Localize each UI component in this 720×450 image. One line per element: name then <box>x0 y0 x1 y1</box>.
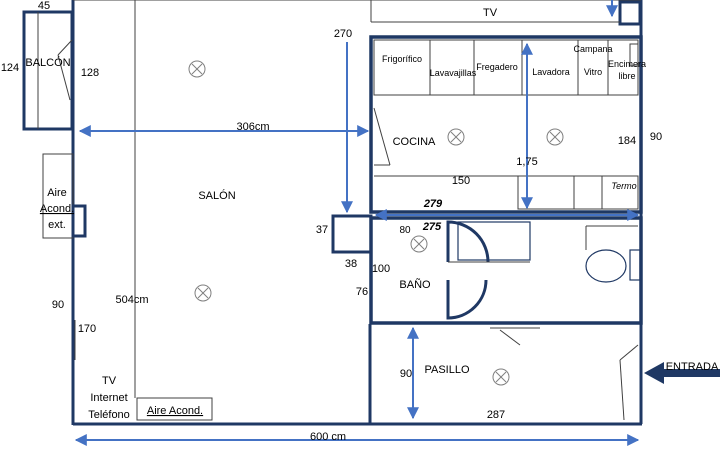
tv-internet-line2: Internet <box>90 392 127 404</box>
bath-door-top <box>446 220 490 263</box>
dim-170: 170 <box>78 323 96 335</box>
room-bano: BAÑO <box>399 278 431 291</box>
aire-acond-label: Aire Acond. <box>147 405 203 417</box>
dim-90-right: 90 <box>650 131 662 143</box>
lamp-icon-pasillo <box>492 368 510 386</box>
kitchen-encimera-line1: Encimera <box>608 59 646 69</box>
dim-45: 45 <box>38 0 50 12</box>
dim-279: 279 <box>423 198 443 210</box>
room-balcon: BALCÓN <box>25 56 70 69</box>
shower-tray <box>457 221 531 261</box>
room-cocina: COCINA <box>393 136 436 148</box>
bathroom-wall <box>369 216 643 325</box>
kitchen-door-leaf <box>373 107 391 166</box>
aire-ext-unit <box>42 153 74 239</box>
shaft-box <box>331 214 373 254</box>
dim-37: 37 <box>316 224 328 236</box>
lamp-icon-cocina-2 <box>546 128 564 146</box>
bath-door-bottom <box>446 279 488 320</box>
aire-ext-line1: Aire <box>47 187 67 199</box>
dim-287: 287 <box>487 409 505 421</box>
dim-270: 270 <box>334 28 352 40</box>
room-salon: SALÓN <box>198 189 235 202</box>
kitchen-lavavajillas: Lavavajillas <box>430 68 477 78</box>
dim-76: 76 <box>356 286 368 298</box>
lamp-icon-salon <box>194 284 212 302</box>
tv-top-label: TV <box>483 7 498 19</box>
counter-box-2 <box>573 175 603 210</box>
room-pasillo: PASILLO <box>424 364 469 376</box>
dim-80: 80 <box>399 225 411 236</box>
tv-top-box <box>618 0 642 26</box>
frigorifico-box <box>373 39 431 96</box>
dim-150: 150 <box>452 175 470 187</box>
dim-90-pasillo: 90 <box>400 368 412 380</box>
dim-100: 100 <box>372 263 390 275</box>
dim-124: 124 <box>1 62 19 74</box>
dim-184: 184 <box>618 135 636 147</box>
tv-internet-line1: TV <box>102 375 117 387</box>
lamp-icon-cocina-1 <box>447 128 465 146</box>
balcony-door-swing <box>57 39 73 56</box>
toilet-bowl <box>585 249 627 283</box>
dim-600: 600 cm <box>310 431 346 443</box>
aire-ext-line2: Acond. <box>40 203 74 215</box>
dim-175: 1,75 <box>516 156 537 168</box>
kitchen-vitro: Vitro <box>584 67 602 77</box>
kitchen-campana: Campana <box>573 44 612 54</box>
tv-internet-line3: Teléfono <box>88 409 130 421</box>
dim-306: 306cm <box>236 121 269 133</box>
entry-door-side <box>619 359 625 421</box>
aire-acond-unit <box>136 397 213 421</box>
lamp-icon-balcon <box>188 60 206 78</box>
campana-marker <box>629 43 639 67</box>
balcony-wall <box>22 10 74 131</box>
kitchen-encimera-line2: libre <box>618 71 635 81</box>
room-entrada: ENTRADA <box>666 361 719 373</box>
kitchen-termo: Termo <box>611 181 636 191</box>
lamp-icon-bano <box>410 235 428 253</box>
dim-128: 128 <box>81 67 99 79</box>
kitchen-fregadero: Fregadero <box>476 62 518 72</box>
dim-504: 504cm <box>115 294 148 306</box>
dim-90-left: 90 <box>52 299 64 311</box>
hall-door-leaf <box>499 329 521 346</box>
toilet-tank <box>629 249 641 281</box>
kitchen-lavadora: Lavadora <box>532 67 570 77</box>
dim-38: 38 <box>345 258 357 270</box>
kitchen-frigorifico: Frigorífico <box>382 54 422 64</box>
aire-ext-line3: ext. <box>48 219 66 231</box>
balcony-door-leaf <box>57 54 71 101</box>
entry-door-leaf <box>619 344 639 361</box>
encimera-box <box>607 39 639 96</box>
dim-275: 275 <box>422 221 442 233</box>
aire-ext-connector <box>71 204 87 238</box>
entrada-arrow-icon <box>644 362 720 384</box>
